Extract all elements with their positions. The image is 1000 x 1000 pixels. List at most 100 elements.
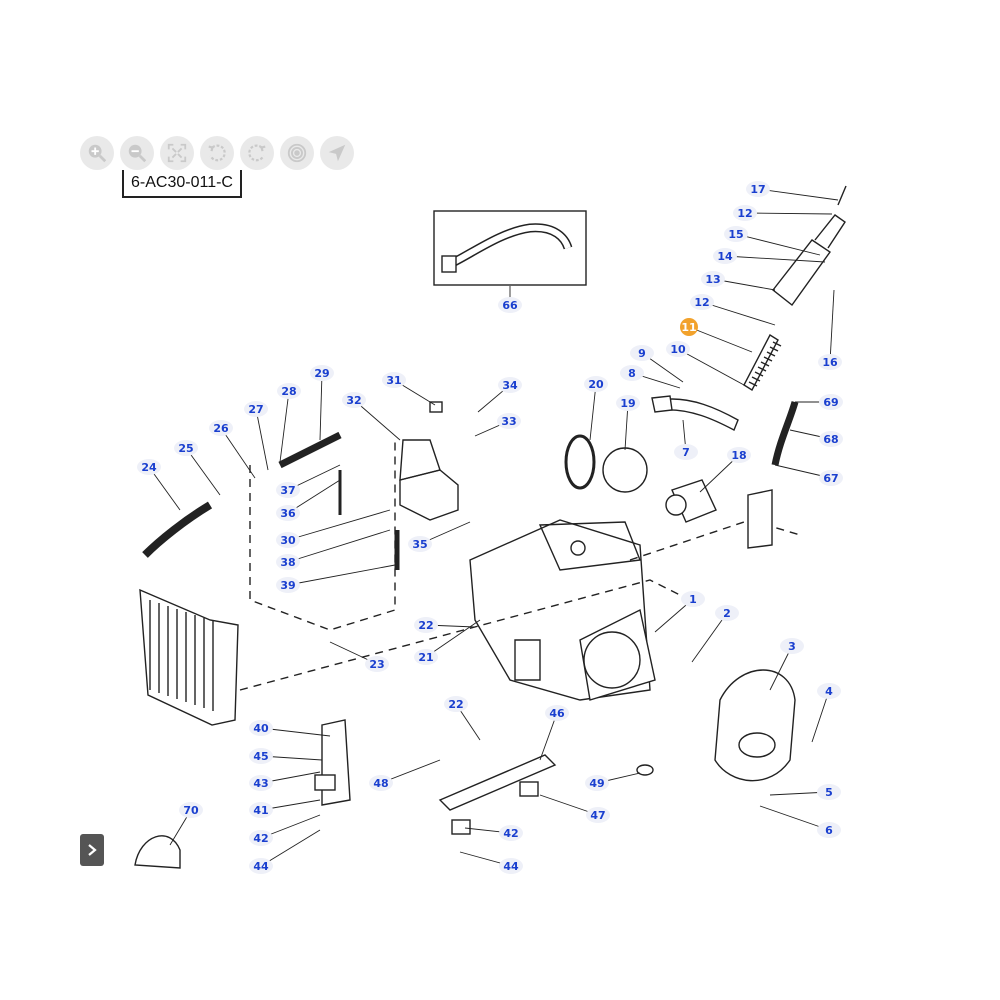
callout-label: 28 <box>281 385 296 398</box>
callout-34[interactable]: 34 <box>498 377 522 393</box>
rotate-left-icon[interactable] <box>200 136 234 170</box>
callout-marker <box>545 705 569 721</box>
callout-12[interactable]: 12 <box>690 294 714 310</box>
callout-4[interactable]: 4 <box>817 683 841 699</box>
leader-line <box>724 255 826 263</box>
navigate-icon[interactable] <box>320 136 354 170</box>
leader-line <box>589 383 597 441</box>
fit-screen-icon[interactable] <box>160 136 194 170</box>
callout-70[interactable]: 70 <box>179 802 203 818</box>
callout-13[interactable]: 13 <box>701 271 725 287</box>
hose-66-clamp <box>441 255 457 273</box>
callout-5[interactable]: 5 <box>817 784 841 800</box>
callout-19[interactable]: 19 <box>616 395 640 411</box>
callout-label: 10 <box>670 343 686 356</box>
callout-6[interactable]: 6 <box>817 822 841 838</box>
callout-marker <box>817 822 841 838</box>
callout-36[interactable]: 36 <box>276 505 300 521</box>
callout-marker <box>249 775 273 791</box>
callout-42[interactable]: 42 <box>499 825 523 841</box>
callout-marker <box>733 205 757 221</box>
leader-line <box>735 233 821 256</box>
rotate-right-icon[interactable] <box>240 136 274 170</box>
callout-67[interactable]: 67 <box>819 470 843 486</box>
callout-18[interactable]: 18 <box>727 447 751 463</box>
flex-rib <box>754 371 764 377</box>
callout-45[interactable]: 45 <box>249 748 273 764</box>
callout-22[interactable]: 22 <box>444 696 468 712</box>
callout-42[interactable]: 42 <box>249 830 273 846</box>
callout-27[interactable]: 27 <box>244 401 268 417</box>
callout-23[interactable]: 23 <box>365 656 389 672</box>
callout-28[interactable]: 28 <box>277 383 301 399</box>
callout-label: 3 <box>788 640 796 653</box>
callout-marker <box>701 271 725 287</box>
callout-44[interactable]: 44 <box>249 858 273 874</box>
callout-29[interactable]: 29 <box>310 365 334 381</box>
callout-37[interactable]: 37 <box>276 482 300 498</box>
callout-32[interactable]: 32 <box>342 392 366 408</box>
callout-25[interactable]: 25 <box>174 440 198 456</box>
callout-3[interactable]: 3 <box>780 638 804 654</box>
callout-marker <box>817 683 841 699</box>
viewer-toolbar <box>80 136 354 170</box>
rear-mount-bracket <box>747 489 773 549</box>
callout-69[interactable]: 69 <box>819 394 843 410</box>
exhaust-tip <box>837 185 847 206</box>
callout-21[interactable]: 21 <box>414 649 438 665</box>
callout-10[interactable]: 10 <box>666 341 690 357</box>
callout-31[interactable]: 31 <box>382 372 406 388</box>
callout-7[interactable]: 7 <box>674 444 698 460</box>
frame-outline <box>249 440 396 631</box>
callout-label: 49 <box>589 777 604 790</box>
callout-26[interactable]: 26 <box>209 420 233 436</box>
callout-24[interactable]: 24 <box>137 459 161 475</box>
zoom-out-icon[interactable] <box>120 136 154 170</box>
callout-41[interactable]: 41 <box>249 802 273 818</box>
callout-20[interactable]: 20 <box>584 376 608 392</box>
callout-1[interactable]: 1 <box>681 591 705 607</box>
bell-housing <box>714 669 796 782</box>
callout-marker <box>276 482 300 498</box>
callout-39[interactable]: 39 <box>276 577 300 593</box>
callout-35[interactable]: 35 <box>408 536 432 552</box>
callout-49[interactable]: 49 <box>585 775 609 791</box>
rubber-mount <box>519 781 539 797</box>
callout-marker <box>179 802 203 818</box>
target-icon[interactable] <box>280 136 314 170</box>
callout-11[interactable]: 11 <box>680 318 698 336</box>
callout-30[interactable]: 30 <box>276 532 300 548</box>
callout-9[interactable]: 9 <box>630 345 654 361</box>
callout-46[interactable]: 46 <box>545 705 569 721</box>
callout-label: 30 <box>280 534 296 547</box>
callout-44[interactable]: 44 <box>499 858 523 874</box>
callout-66[interactable]: 66 <box>498 297 522 313</box>
callout-label: 31 <box>386 374 401 387</box>
callout-marker <box>681 591 705 607</box>
callout-12[interactable]: 12 <box>733 205 757 221</box>
callout-marker <box>209 420 233 436</box>
callout-14[interactable]: 14 <box>713 248 737 264</box>
callout-33[interactable]: 33 <box>497 413 521 429</box>
callout-marker <box>499 858 523 874</box>
callout-48[interactable]: 48 <box>369 775 393 791</box>
callout-47[interactable]: 47 <box>586 807 610 823</box>
callout-17[interactable]: 17 <box>746 181 770 197</box>
reservoir-bracket <box>399 439 441 481</box>
callout-40[interactable]: 40 <box>249 720 273 736</box>
callout-label: 23 <box>369 658 384 671</box>
callout-label: 18 <box>731 449 746 462</box>
zoom-in-icon[interactable] <box>80 136 114 170</box>
expand-panel-button[interactable] <box>80 834 104 866</box>
callout-22[interactable]: 22 <box>414 617 438 633</box>
callout-68[interactable]: 68 <box>819 431 843 447</box>
callout-label: 42 <box>253 832 268 845</box>
callout-43[interactable]: 43 <box>249 775 273 791</box>
callout-16[interactable]: 16 <box>818 354 842 370</box>
callout-8[interactable]: 8 <box>620 365 644 381</box>
callout-38[interactable]: 38 <box>276 554 300 570</box>
callout-2[interactable]: 2 <box>715 605 739 621</box>
callout-15[interactable]: 15 <box>724 226 748 242</box>
